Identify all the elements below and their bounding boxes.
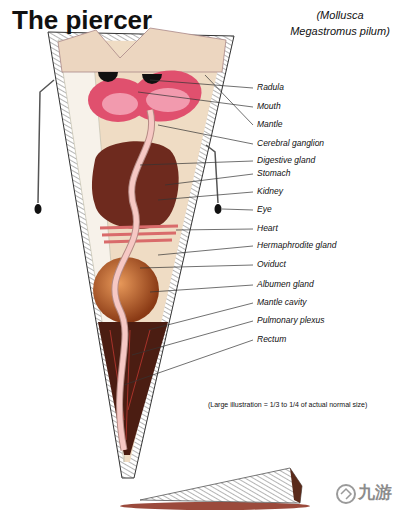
scale-note: (Large illustration = 1/3 to 1/4 of actu… [208, 401, 367, 408]
mouth-part [98, 72, 118, 82]
part-label: Cerebral ganglion [257, 138, 324, 148]
eye [215, 204, 222, 214]
buccal-lobe [146, 88, 190, 112]
part-label: Stomach [257, 168, 291, 178]
part-label: Digestive gland [257, 155, 315, 165]
small-shell [290, 468, 302, 503]
pulmonary-vein [110, 330, 150, 440]
part-label: Radula [257, 82, 284, 92]
shell-wall [48, 32, 234, 478]
species-name: (Mollusca Megastromus pilum) [284, 8, 396, 40]
part-label: Mouth [257, 101, 281, 111]
watermark: 九游 [358, 483, 392, 503]
part-label: Oviduct [257, 259, 286, 269]
mouth-part [142, 74, 162, 84]
tentacle [206, 145, 218, 203]
intestine [115, 110, 152, 450]
part-label: Eye [257, 204, 272, 214]
small-shell [140, 468, 302, 503]
watermark-logo [341, 489, 351, 499]
intestine [115, 110, 152, 450]
part-label: Pulmonary plexus [257, 315, 325, 325]
part-label: Mantle cavity [257, 297, 307, 307]
part-label: Heart [257, 223, 278, 233]
part-label: Hermaphrodite gland [257, 240, 336, 250]
part-label: Albumen gland [257, 279, 314, 289]
hermaphrodite-gland [93, 257, 159, 323]
tentacle [38, 80, 54, 203]
part-label: Mantle [257, 119, 283, 129]
part-label: Rectum [257, 334, 286, 344]
eye [35, 204, 42, 214]
diagram-title: The piercer [12, 5, 152, 36]
part-label: Kidney [257, 186, 283, 196]
buccal-lobe [102, 93, 138, 115]
watermark-logo [337, 485, 355, 503]
mantle-cavity [98, 322, 168, 455]
shell-shadow [120, 502, 310, 510]
leader-line [124, 75, 253, 385]
